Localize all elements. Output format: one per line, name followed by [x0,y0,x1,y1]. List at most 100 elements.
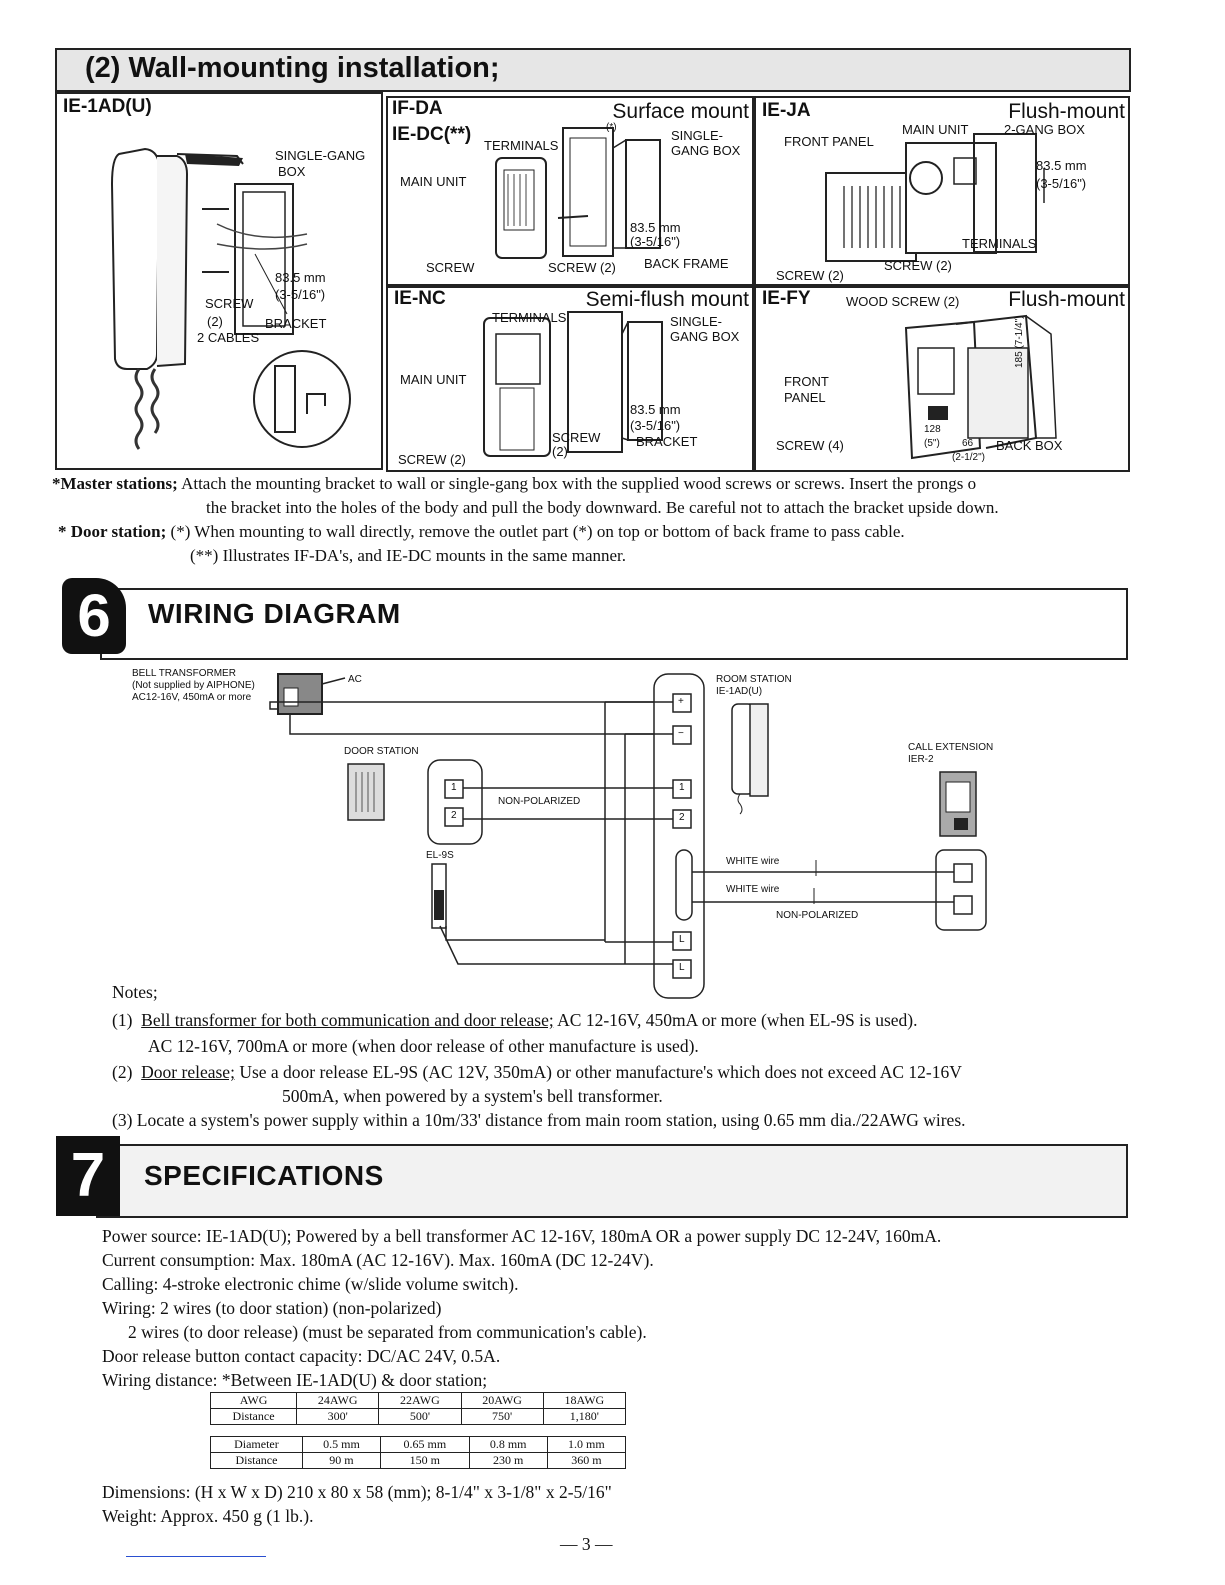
table-cell: 230 m [468,1452,548,1469]
panel-ienc: IE-NC Semi-flush mount TERMINALS SINGLE-… [386,286,754,472]
terminal-1: 1 [679,782,685,793]
label-front-panel: FRONT PANEL [784,134,874,149]
panel-title: IE-JA [762,100,811,121]
note-1-num: (1) [112,1010,133,1030]
spec-wiring-2: 2 wires (to door release) (must be separ… [128,1322,647,1342]
panel-subtitle: IE-DC(**) [392,124,472,145]
label-front: FRONT [784,374,829,389]
label-main-unit: MAIN UNIT [400,174,467,189]
label-single: SINGLE- [671,128,724,143]
label-dim-mm: 83.5 mm [1036,158,1087,173]
call-model-label: IER-2 [908,754,934,765]
label-terminals: TERMINALS [962,236,1037,251]
label-2-gang-box: 2-GANG BOX [1004,122,1085,137]
label-dim-in: (3-5/16") [630,234,681,249]
section-6-number: 6 [62,578,126,654]
note-2-num: (2) [112,1062,133,1082]
table-cell: 360 m [546,1452,627,1469]
table-cell: 0.65 mm [380,1436,470,1453]
note-1-rest: AC 12-16V, 450mA or more (when EL-9S is … [553,1010,918,1030]
panel-ie1ad: IE-1AD(U) SINGLE-GANG BOX 83.5 mm (3-5/1… [55,92,383,470]
table-row: Diameter 0.5 mm 0.65 mm 0.8 mm 1.0 mm [210,1436,627,1453]
panel-title: IE-1AD(U) [63,96,152,117]
label-bracket: BRACKET [265,316,327,331]
ienc-illustration [483,311,663,457]
master-text-1: Attach the mounting bracket to wall or s… [181,474,977,493]
label-box: BOX [278,164,306,179]
note-3: (3) Locate a system's power supply withi… [112,1110,966,1130]
terminal-l2: L [679,962,685,973]
label-back-frame: BACK FRAME [644,256,729,271]
label-128: 128 [924,424,941,435]
table-cell: Distance [210,1452,303,1469]
label-gang-box: GANG BOX [671,143,741,158]
mount-type: Flush-mount [1008,100,1125,123]
master-note-line2: the bracket into the holes of the body a… [206,498,999,517]
spec-power: Power source: IE-1AD(U); Powered by a be… [102,1226,942,1246]
label-terminals: TERMINALS [484,138,559,153]
label-screw: SCREW [426,260,475,275]
note-2: (2) Door release; Use a door release EL-… [112,1062,962,1083]
door-text-1: (*) When mounting to wall directly, remo… [170,522,905,541]
ifda-illustration [495,127,661,259]
label-wood-screw: WOOD SCREW (2) [846,294,960,309]
terminal-l1: L [679,934,685,945]
label-screw: SCREW [552,430,601,445]
table-cell: 24AWG [296,1392,380,1409]
non-polarized-label: NON-POLARIZED [498,796,581,807]
label-5in: (5") [924,438,940,449]
white-wire-2: WHITE wire [726,884,780,895]
spec-dimensions: Dimensions: (H x W x D) 210 x 80 x 58 (m… [102,1482,612,1502]
label-screw-right: SCREW (2) [884,258,952,273]
room-station-label: ROOM STATION [716,674,792,685]
door-note-line1: * Door station; (*) When mounting to wal… [58,522,905,542]
note-1-underlined: Bell transformer for both communication … [141,1010,554,1030]
label-bracket: BRACKET [636,434,698,449]
table-row: Distance 90 m 150 m 230 m 360 m [210,1452,627,1469]
panel-title: IE-FY [762,288,811,309]
spec-calling: Calling: 4-stroke electronic chime (w/sl… [102,1274,519,1294]
terminal-2: 2 [679,812,685,823]
room-model-label: IE-1AD(U) [716,686,763,697]
label-asterisk: (*) [606,122,617,133]
ac-label: AC [348,674,362,685]
table-cell: 750' [460,1408,544,1425]
panel-iefy: IE-FY Flush-mount WOOD SCREW (2) FRONT P… [754,286,1130,472]
section-7-banner: SPECIFICATIONS [96,1144,1128,1218]
panel-ieja: IE-JA Flush-mount FRONT PANEL MAIN UNIT … [754,96,1130,286]
label-panel: PANEL [784,390,826,405]
bell-transformer-label: BELL TRANSFORMER [132,668,236,679]
panel-title: IF-DA [392,98,443,119]
white-wire-1: WHITE wire [726,856,780,867]
ieja-illustration [825,133,1045,262]
label-back-box: BACK BOX [996,438,1063,453]
page-number: — 3 — [560,1534,613,1554]
mount-type: Surface mount [612,100,749,123]
label-66: 66 [962,438,974,449]
el9s-label: EL-9S [426,850,454,861]
ie1ad-illustration [110,147,351,450]
mount-type: Semi-flush mount [585,288,749,311]
label-dim-mm: 83.5 mm [630,220,681,235]
table-cell: Distance [209,1408,298,1425]
label-gang-box: GANG BOX [670,329,740,344]
table-cell: 90 m [301,1452,382,1469]
note-2-underlined: Door release; [141,1062,235,1082]
section-heading-wall-mounting: (2) Wall-mounting installation; [55,48,1131,92]
section-6-banner: WIRING DIAGRAM [100,588,1128,660]
notes-heading: Notes; [112,982,158,1002]
table-cell: 22AWG [378,1392,462,1409]
table-row: AWG 24AWG 22AWG 20AWG 18AWG [209,1392,627,1409]
table-cell: 300' [296,1408,380,1425]
label-single-gang: SINGLE-GANG [275,148,366,163]
section-7-number: 7 [56,1136,120,1216]
label-screw-count: (2) [552,444,568,459]
section-7-title: SPECIFICATIONS [144,1160,384,1191]
door-station-label: DOOR STATION [344,746,419,757]
terminal-minus: − [678,728,684,739]
mount-type: Flush-mount [1008,288,1125,311]
table-cell: 150 m [380,1452,470,1469]
awg-table: AWG 24AWG 22AWG 20AWG 18AWG Distance 300… [209,1392,627,1425]
terminal-plus: + [678,696,684,707]
label-screw-left: SCREW (2) [776,268,844,283]
